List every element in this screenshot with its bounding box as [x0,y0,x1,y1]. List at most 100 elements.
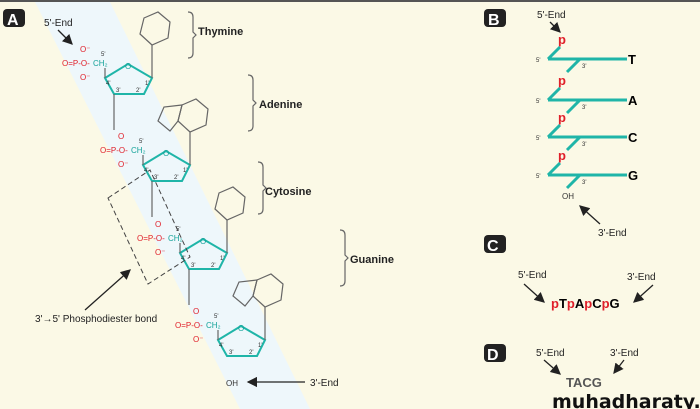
strand-nucleotide: p 5' 3' T [536,32,636,74]
three-prime-bond [565,98,582,115]
ring-oxygen: O [238,324,244,333]
base-ring [252,273,284,308]
phosphate-p: p [558,73,566,88]
svg-text:Thymine: Thymine [198,26,243,38]
c3-label: 3' [191,263,195,269]
phosphate-o-bottom: O⁻ [118,160,128,169]
panel-a: A 5'-End O⁻O=P-O-CH₂O⁻5'O4'3'2'1'OO=P-O-… [3,2,394,409]
phosphate-group: O=P-O- [137,234,165,243]
c1-label: 1' [258,343,262,349]
three-end-arrow-d [613,359,625,375]
phosphate-o-top: O [118,132,124,141]
c3-label: 3' [229,350,233,356]
five-end-label-c: 5'-End [518,270,547,281]
c4-label: 4' [144,168,148,174]
three-end-label-d: 3'-End [610,348,639,359]
phosphate-o-bottom: O⁻ [155,248,165,257]
base-label-adenine: Adenine [247,74,302,132]
five-prime-label: 5' [536,174,540,180]
phosphate-p: p [558,148,566,163]
svg-text:Adenine: Adenine [259,99,302,111]
five-prime-label: 5' [536,58,540,64]
imidazole-ring [232,279,258,307]
base-label-guanine: Guanine [339,229,394,287]
phosphate-group: O=P-O- [62,59,90,68]
phosphate-p: p [558,110,566,125]
p-bond [546,123,562,139]
three-prime-bond [565,135,582,152]
svg-text:Guanine: Guanine [350,254,394,266]
strand-nucleotide: p5'3'G [536,148,638,190]
five-end-label-a: 5'-End [44,18,73,29]
badge-b: B [484,9,506,29]
five-prime-label: 5' [536,136,540,142]
p-bond [546,86,562,102]
base-label-thymine: Thymine [187,11,243,59]
c1-label: 1' [183,168,187,174]
phosphate-o-top: O [193,307,199,316]
panel-c: C 5'-End 3'-End pTpApCpG [484,235,656,311]
three-prime-label: 3' [582,105,586,111]
c5-label: 5' [176,227,180,233]
oh-label-b: OH [562,192,574,201]
backbone-strip [35,2,310,409]
nucleotides: O⁻O=P-O-CH₂O⁻5'O4'3'2'1'OO=P-O-CH₂O⁻5'O4… [62,11,284,357]
three-end-label-b: 3'-End [598,228,627,239]
c1-label: 1' [145,81,149,87]
five-end-arrow-d [543,359,561,375]
sequence-d: TACG [566,375,602,390]
phosphate-p: p [558,32,566,47]
sugar-ring [103,62,154,95]
ring-oxygen: O [125,62,131,71]
badge-c: C [484,235,506,255]
ring-oxygen: O [200,237,206,246]
ch2-label: CH₂ [168,234,183,243]
bond-arrow [84,269,131,311]
phosphodiester-bond-label: 3'→5' Phosphodiester bond [35,314,157,325]
c3-label: 3' [116,88,120,94]
c1-label: 1' [220,256,224,262]
oh-label-a: OH [226,379,238,388]
three-end-arrow-c [633,284,654,303]
base-ring [177,98,209,133]
strand-nucleotide: p5'3'C [536,110,638,152]
three-prime-bond [565,173,582,190]
imidazole-ring [157,104,183,132]
phosphate-o-bottom: O⁻ [193,335,203,344]
badge-a: A [3,9,25,29]
c2-label: 2' [174,175,178,181]
p-bond [546,45,562,61]
ring-oxygen: O [163,149,169,158]
three-prime-bond [565,57,582,74]
three-end-arrow-b [579,205,601,225]
c2-label: 2' [249,350,253,356]
base-ring [214,186,246,221]
three-prime-label: 3' [582,64,586,70]
strand-nucleotide: p5'3'A [536,73,638,115]
badge-d: D [484,344,506,364]
sugar-ring [178,237,229,270]
phosphate-group: O=P-O- [100,146,128,155]
c5-label: 5' [214,314,218,320]
ch2-label: CH₂ [131,146,146,155]
svg-text:D: D [487,347,499,364]
ch2-label: CH₂ [93,59,108,68]
ch2-label: CH₂ [206,321,221,330]
three-end-label-c: 3'-End [627,272,656,283]
c4-label: 4' [106,81,110,87]
c2-label: 2' [211,263,215,269]
phosphate-group: O=P-O- [175,321,203,330]
panel-d: D 5'-End 3'-End TACG muhadharaty.com [484,344,700,409]
base-letter: T [628,52,636,67]
svg-text:C: C [487,238,499,255]
base-letter: C [628,130,638,145]
base-label-cytosine: Cytosine [257,161,311,215]
five-prime-label: 5' [536,99,540,105]
strand-b: p5'3'Tp5'3'Ap5'3'Cp5'3'G [536,32,638,190]
sugar-ring [216,324,267,357]
